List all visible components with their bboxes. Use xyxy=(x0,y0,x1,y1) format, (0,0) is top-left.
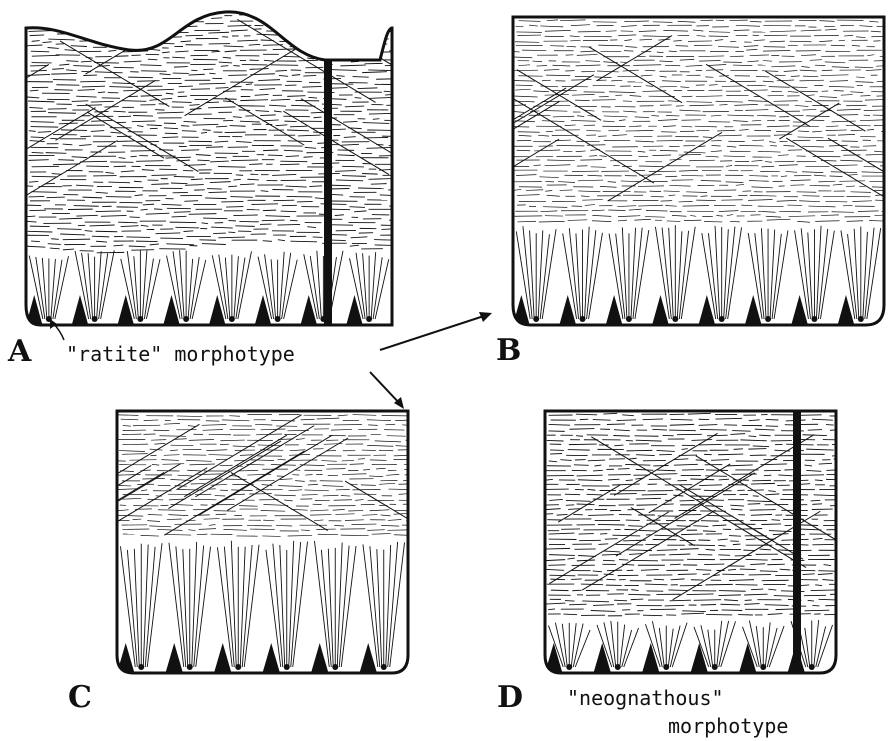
panel-b-diagram xyxy=(410,17,889,325)
panel-c-diagram xyxy=(16,411,441,673)
ratite-caption: "ratite" morphotype xyxy=(66,344,295,364)
arrow-a-to-c xyxy=(370,372,404,409)
neognathous-caption-line2: morphotype xyxy=(668,716,788,736)
panel-a-diagram xyxy=(0,10,450,326)
panel-a-pore-canal xyxy=(324,60,332,326)
panel-d-pore-canal xyxy=(793,411,801,673)
pointer-arrow-a xyxy=(50,319,64,340)
panel-b-outline xyxy=(513,17,884,325)
panel-label-a: A xyxy=(8,337,31,367)
panel-d-diagram xyxy=(545,411,857,673)
panel-label-c: C xyxy=(68,683,92,713)
neognathous-caption-line1: "neognathous" xyxy=(567,688,724,708)
panel-label-d: D xyxy=(497,683,523,713)
arrow-a-to-b xyxy=(380,312,492,350)
panel-label-b: B xyxy=(496,336,521,366)
